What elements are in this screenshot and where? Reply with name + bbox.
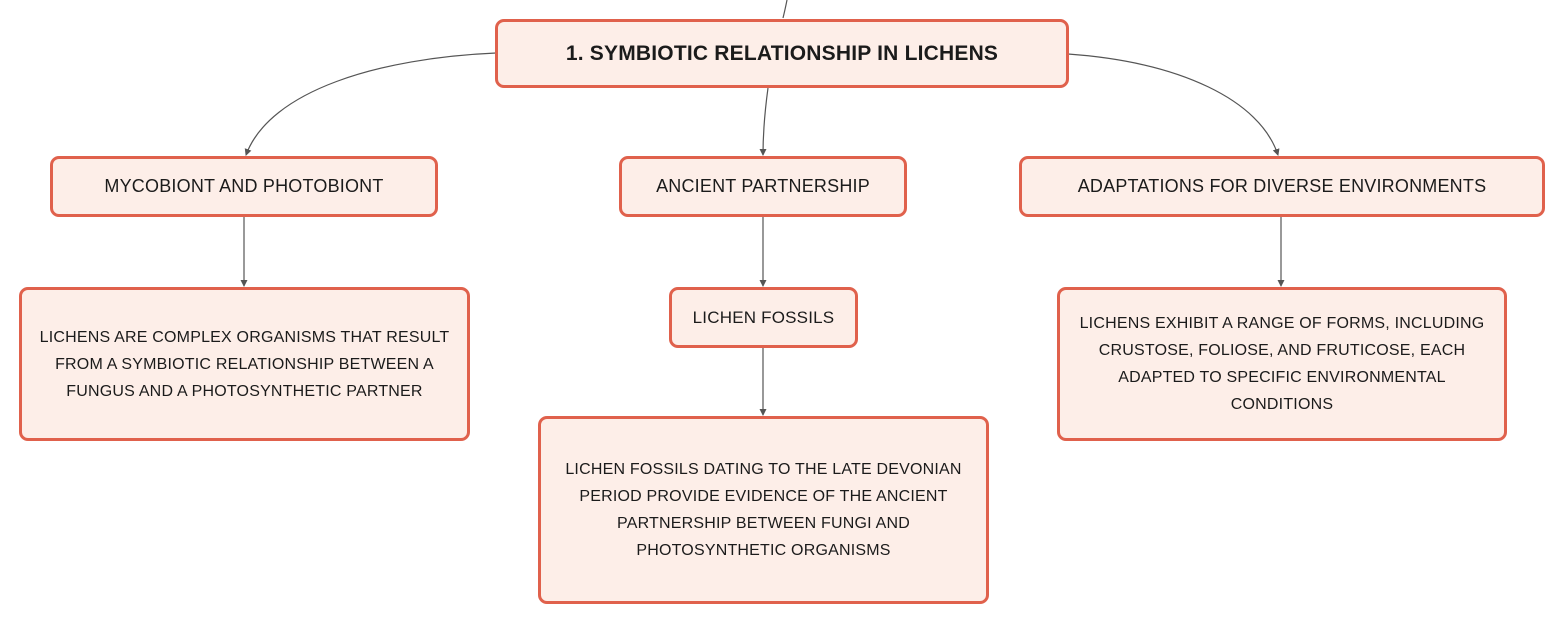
topic-node-label: ADAPTATIONS FOR DIVERSE ENVIRONMENTS [1077,176,1487,196]
connector-root-to-mycobiont [244,52,497,156]
connector-root-to-adaptations [1067,53,1280,156]
subtopic-node-label: LICHEN FOSSILS [692,307,835,327]
detail-node-text: LICHENS ARE COMPLEX ORGANISMS THAT RESUL… [39,328,450,400]
detail-node-lichen-fossils[interactable]: LICHEN FOSSILS DATING TO THE LATE DEVONI… [538,416,989,604]
subtopic-node-lichen-fossils[interactable]: LICHEN FOSSILS [669,287,858,348]
root-node[interactable]: 1. SYMBIOTIC RELATIONSHIP IN LICHENS [495,19,1069,88]
detail-node-mycobiont[interactable]: LICHENS ARE COMPLEX ORGANISMS THAT RESUL… [19,287,470,441]
topic-node-label: MYCOBIONT AND PHOTOBIONT [104,176,384,196]
detail-node-text: LICHEN FOSSILS DATING TO THE LATE DEVONI… [565,461,962,559]
connector-root-to-ancient [759,87,769,156]
topic-node-mycobiont-photobiont[interactable]: MYCOBIONT AND PHOTOBIONT [50,156,438,217]
topic-node-ancient-partnership[interactable]: ANCIENT PARTNERSHIP [619,156,907,217]
root-node-label: 1. SYMBIOTIC RELATIONSHIP IN LICHENS [565,41,999,65]
detail-node-adaptations[interactable]: LICHENS EXHIBIT A RANGE OF FORMS, INCLUD… [1057,287,1507,441]
connector-parent-to-root [782,0,788,19]
topic-node-adaptations[interactable]: ADAPTATIONS FOR DIVERSE ENVIRONMENTS [1019,156,1545,217]
topic-node-label: ANCIENT PARTNERSHIP [656,176,870,196]
detail-node-text: LICHENS EXHIBIT A RANGE OF FORMS, INCLUD… [1079,315,1485,413]
